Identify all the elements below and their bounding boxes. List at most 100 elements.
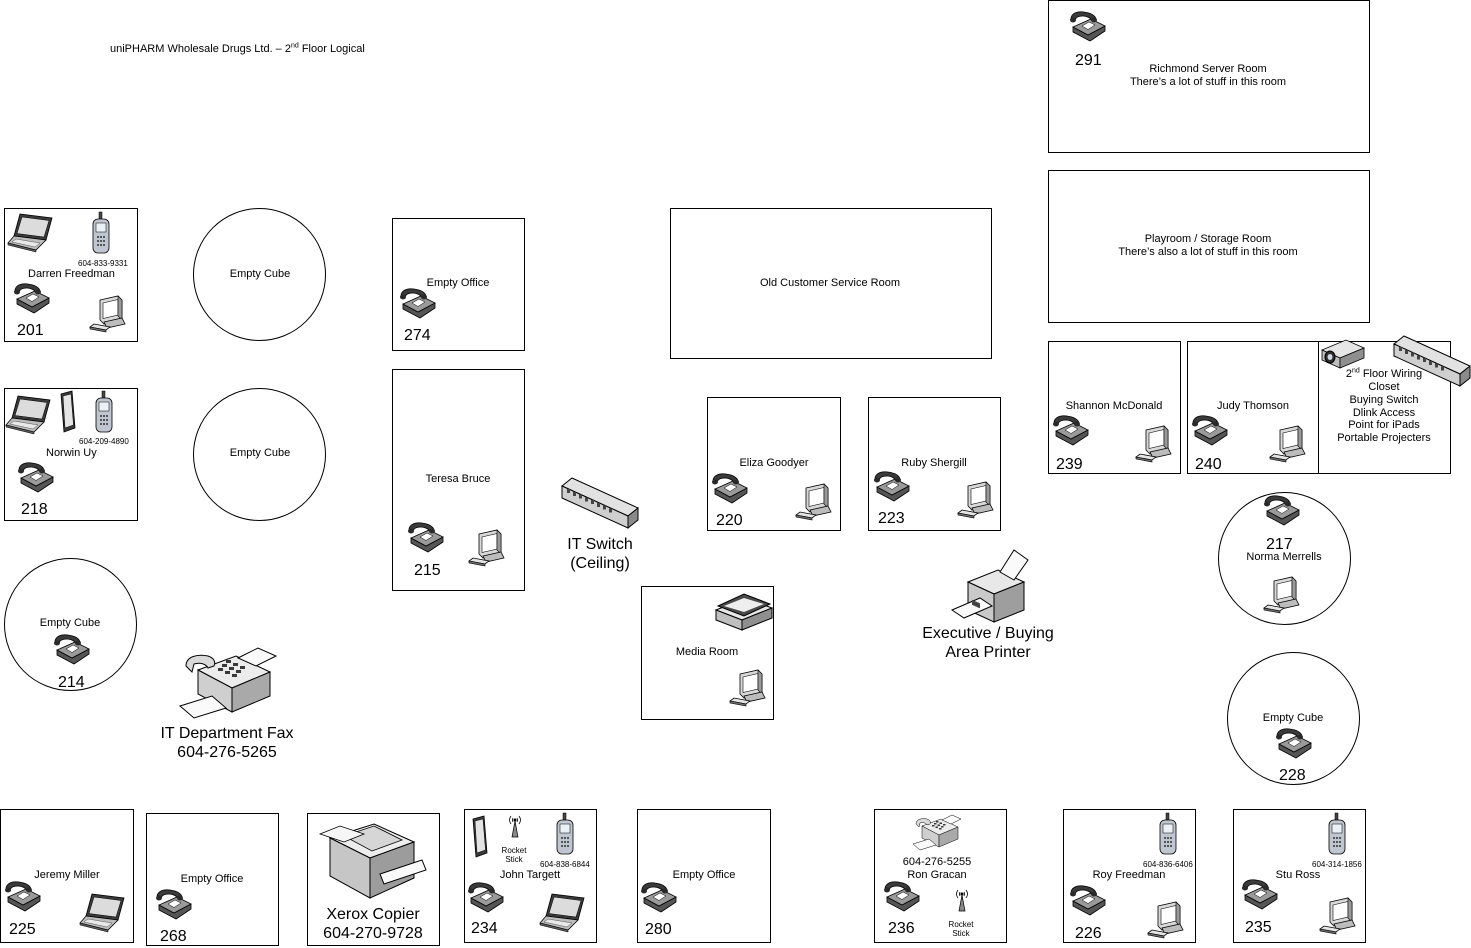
phone-icon <box>710 472 750 508</box>
empty-cube-b <box>193 388 326 521</box>
phone-icon <box>12 282 52 318</box>
wiring-line2: Closet <box>1368 381 1400 393</box>
ext-201: 201 <box>17 322 44 339</box>
stu-cell: 604-314-1856 <box>1312 860 1362 869</box>
cell-phone-icon <box>1326 812 1348 856</box>
ext-239: 239 <box>1056 456 1083 473</box>
ext-218: 218 <box>21 501 48 518</box>
playroom-label: Playroom / Storage Room <box>1144 233 1272 245</box>
richmond-note: There’s a lot of stuff in this room <box>1129 76 1287 88</box>
computer-icon <box>1318 896 1358 938</box>
computer-icon <box>1134 424 1174 466</box>
it-fax-label: IT Department Fax <box>160 725 294 742</box>
office-268 <box>146 813 279 946</box>
ext-234: 234 <box>471 920 498 937</box>
phone-icon <box>466 881 506 917</box>
phone-icon <box>16 461 56 497</box>
ext-228: 228 <box>1279 767 1306 784</box>
phone-icon <box>1274 727 1314 763</box>
phone-icon <box>882 880 922 916</box>
computer-icon <box>1268 424 1308 466</box>
antenna-icon <box>507 812 523 838</box>
john-name: John Targett <box>499 869 561 881</box>
office-judy-thomson <box>1187 341 1451 474</box>
darren-cell: 604-833-9331 <box>78 259 128 268</box>
ext-215: 215 <box>414 562 441 579</box>
media-label: Media Room <box>675 646 739 658</box>
empty-cube-228 <box>1227 652 1360 785</box>
cell-phone-icon <box>1157 812 1179 856</box>
teresa-name: Teresa Bruce <box>425 473 491 485</box>
roy-name: Roy Freedman <box>1092 869 1166 881</box>
office-268-label: Empty Office <box>180 873 244 885</box>
norma-name: Norma Merrells <box>1246 551 1322 563</box>
phone-icon <box>52 633 92 669</box>
old-cs-label: Old Customer Service Room <box>760 277 900 289</box>
shannon-name: Shannon McDonald <box>1065 400 1163 412</box>
judy-name: Judy Thomson <box>1217 400 1289 412</box>
tablet-icon <box>58 390 78 434</box>
wiring-line6: Portable Projecters <box>1337 432 1431 444</box>
antenna-icon <box>954 886 970 912</box>
stu-name: Stu Ross <box>1275 869 1321 881</box>
phone-icon <box>398 287 438 323</box>
ext-214: 214 <box>58 674 85 691</box>
laptop-icon <box>4 392 56 436</box>
office-teresa-bruce <box>392 369 525 591</box>
jeremy-name: Jeremy Miller <box>34 869 100 881</box>
phone-icon <box>1262 494 1302 530</box>
playroom-note: There’s also a lot of stuff in this room <box>1118 246 1298 258</box>
office-274-label: Empty Office <box>426 277 490 289</box>
phone-icon <box>154 888 194 924</box>
it-fax-number: 604-276-5265 <box>177 744 277 761</box>
computer-icon <box>88 294 128 336</box>
page-title: uniPHARM Wholesale Drugs Ltd. – 2nd Floo… <box>110 42 365 55</box>
it-switch-note: (Ceiling) <box>570 555 630 572</box>
computer-icon <box>1262 575 1302 617</box>
ext-235: 235 <box>1245 919 1272 936</box>
computer-icon <box>467 528 507 570</box>
ron-stick-label: Rocket Stick <box>948 920 974 938</box>
john-cell: 604-838-6844 <box>540 860 590 869</box>
phone-icon <box>1240 878 1280 914</box>
copier-number: 604-270-9728 <box>323 925 423 942</box>
laptop-icon <box>78 890 130 934</box>
ruby-name: Ruby Shergill <box>901 457 967 469</box>
ext-236: 236 <box>888 920 915 937</box>
ext-240: 240 <box>1195 456 1222 473</box>
tablet-icon <box>470 815 490 859</box>
ext-280: 280 <box>645 921 672 938</box>
phone-icon <box>1068 884 1108 920</box>
cube-228-label: Empty Cube <box>1262 712 1324 724</box>
norwin-cell: 604-209-4890 <box>79 437 129 446</box>
cube-a-label: Empty Cube <box>229 268 291 280</box>
wiring-line4: Dlink Access <box>1352 407 1416 419</box>
empty-cube-214 <box>4 558 137 691</box>
laptop-icon <box>6 210 58 254</box>
room-playroom <box>1048 170 1370 323</box>
ext-226: 226 <box>1075 925 1102 942</box>
projector-icon <box>1318 336 1368 370</box>
room-old-customer-service <box>670 208 992 359</box>
cube-214-label: Empty Cube <box>39 617 101 629</box>
computer-icon <box>728 668 768 710</box>
phone-icon <box>1068 10 1108 46</box>
ext-268: 268 <box>160 928 187 945</box>
computer-icon <box>1146 900 1186 942</box>
divider <box>1318 341 1319 474</box>
office-280 <box>637 809 771 943</box>
computer-icon <box>794 482 834 524</box>
richmond-label: Richmond Server Room <box>1149 63 1267 75</box>
laptop-icon <box>538 890 590 934</box>
darren-name: Darren Freedman <box>28 268 115 280</box>
cell-phone-icon <box>93 390 115 434</box>
ext-225: 225 <box>9 921 36 938</box>
empty-cube-a <box>193 208 326 341</box>
wiring-line1: 2nd Floor Wiring <box>1345 367 1423 380</box>
office-274 <box>392 218 525 351</box>
wiring-line3: Buying Switch <box>1349 394 1419 406</box>
phone-icon <box>639 881 679 917</box>
ext-220: 220 <box>716 512 743 529</box>
printer-label: Executive / Buying <box>922 625 1054 642</box>
ext-274: 274 <box>404 327 431 344</box>
